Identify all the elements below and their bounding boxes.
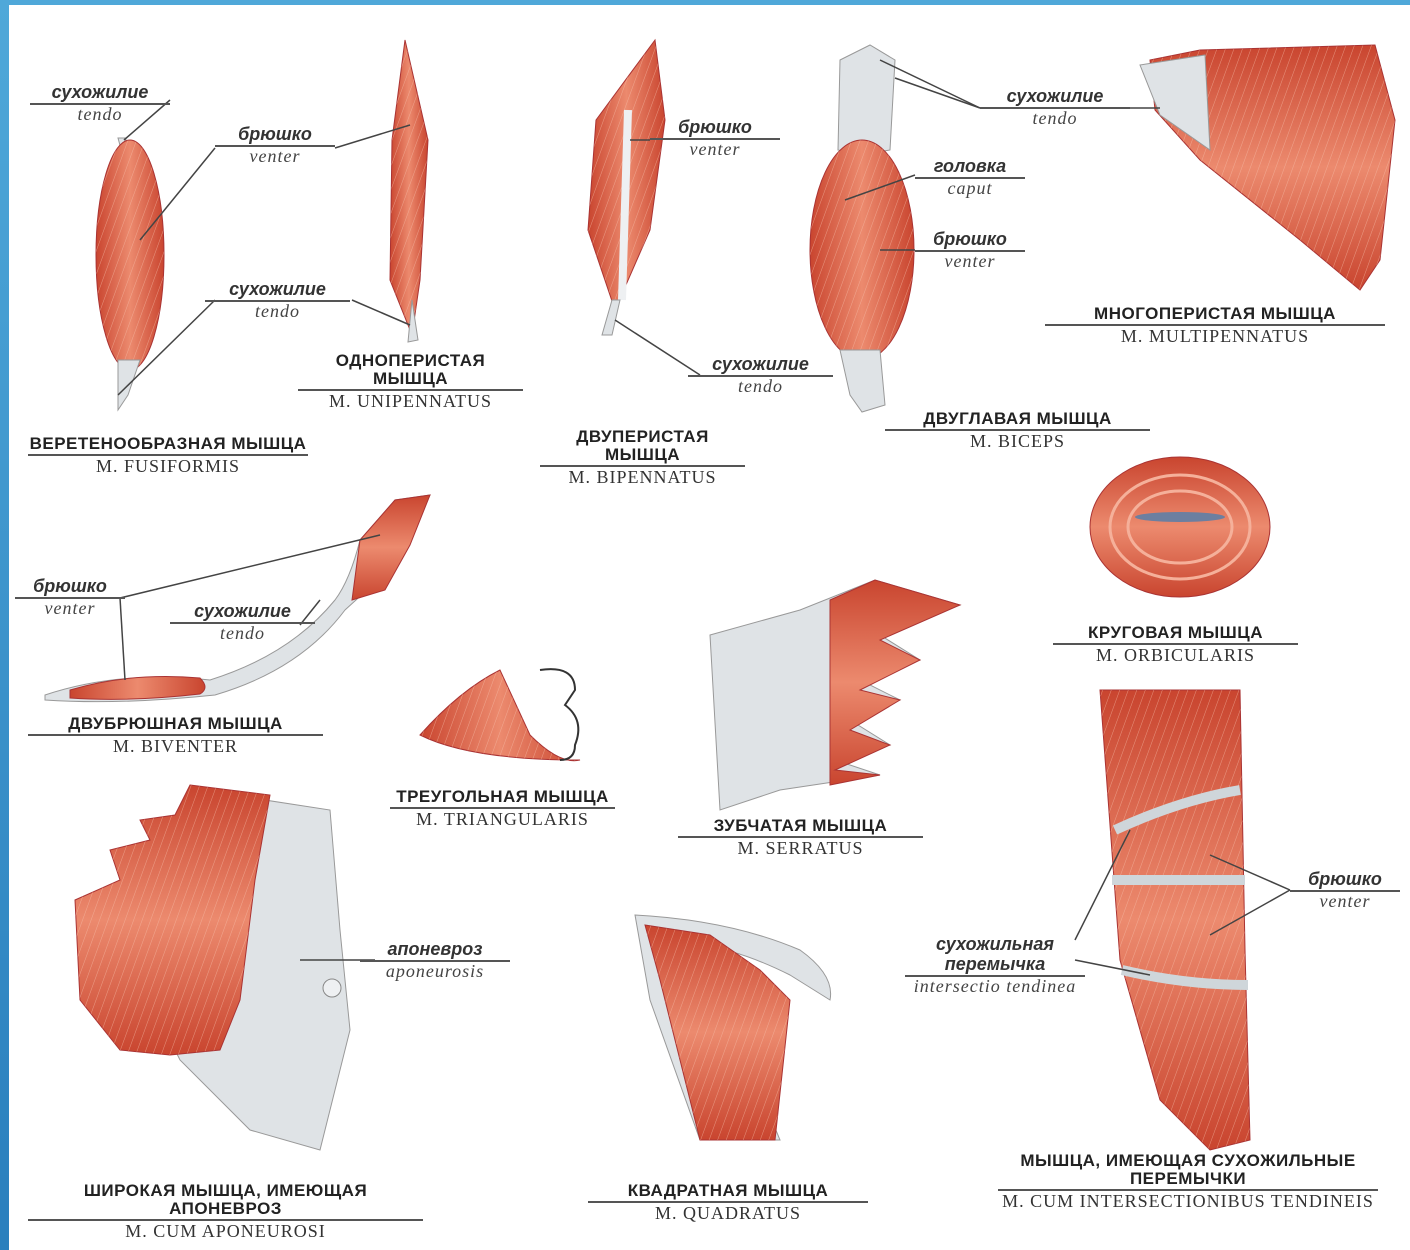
caption-ru: МНОГОПЕРИСТАЯ МЫШЦА [1045, 305, 1385, 323]
tag-ru: сухожилие [688, 355, 833, 377]
caption-ru: ДВУГЛАВАЯ МЫШЦА [885, 410, 1150, 428]
bipennate-muscle [588, 40, 665, 335]
caption-la: M. SERRATUS [678, 839, 923, 858]
tag-la: venter [1290, 892, 1400, 912]
intersection-muscle [1100, 690, 1250, 1150]
tag-la: venter [915, 252, 1025, 272]
caption-la: M. FUSIFORMIS [28, 457, 308, 476]
caption-bipennatus: ДВУПЕРИСТАЯ МЫШЦА M. BIPENNATUS [540, 428, 745, 487]
tag-intersection: сухожильная перемычка intersectio tendin… [905, 935, 1085, 996]
tag-la: intersectio tendinea [905, 977, 1085, 997]
caption-ru: КРУГОВАЯ МЫШЦА [1053, 624, 1298, 642]
triangular-muscle [420, 669, 580, 761]
caption-intersection: МЫШЦА, ИМЕЮЩАЯ СУХОЖИЛЬНЫЕ ПЕРЕМЫЧКИ M. … [998, 1152, 1378, 1211]
caption-la: M. CUM APONEUROSI [28, 1222, 423, 1241]
caption-la: M. TRIANGULARIS [390, 810, 615, 829]
serratus-muscle [710, 580, 960, 810]
caption-ru: ДВУБРЮШНАЯ МЫШЦА [28, 715, 323, 733]
tag-la: tendo [170, 624, 315, 644]
tag-belly-fusiform: брюшко venter [215, 125, 335, 167]
orbicular-muscle [1090, 457, 1270, 597]
quadrate-muscle [635, 915, 831, 1140]
tag-ru: сухожилие [205, 280, 350, 302]
caption-ru: ЗУБЧАТАЯ МЫШЦА [678, 817, 923, 835]
tag-la: tendo [30, 105, 170, 125]
caption-ru: МЫШЦА, ИМЕЮЩАЯ СУХОЖИЛЬНЫЕ ПЕРЕМЫЧКИ [998, 1152, 1378, 1188]
caption-ru: ВЕРЕТЕНООБРАЗНАЯ МЫШЦА [28, 435, 308, 453]
unipennate-muscle [390, 40, 428, 342]
caption-multipennatus: МНОГОПЕРИСТАЯ МЫШЦА M. MULTIPENNATUS [1045, 305, 1385, 346]
tag-la: tendo [688, 377, 833, 397]
tag-tendon-fusiform-top: сухожилие tendo [30, 83, 170, 125]
multipennate-muscle [1140, 45, 1395, 290]
caption-unipennatus: ОДНОПЕРИСТАЯ МЫШЦА M. UNIPENNATUS [298, 352, 523, 411]
aponeurosis-muscle [75, 785, 350, 1150]
caption-fusiformis: ВЕРЕТЕНООБРАЗНАЯ МЫШЦА M. FUSIFORMIS [28, 435, 308, 476]
tag-ru: брюшко [215, 125, 335, 147]
fusiform-muscle [96, 138, 164, 410]
tag-ru: сухожилие [170, 602, 315, 624]
tag-ru: апоневроз [360, 940, 510, 962]
tag-tendon-biceps: сухожилие tendo [980, 87, 1130, 129]
tag-la: aponeurosis [360, 962, 510, 982]
tag-ru: сухожилие [30, 83, 170, 105]
tag-aponeurosis: апоневроз aponeurosis [360, 940, 510, 982]
caption-ru: ТРЕУГОЛЬНАЯ МЫШЦА [390, 788, 615, 806]
caption-ru: КВАДРАТНАЯ МЫШЦА [588, 1182, 868, 1200]
caption-la: M. UNIPENNATUS [298, 392, 523, 411]
tag-belly-biventer: брюшко venter [15, 577, 125, 619]
tag-ru: брюшко [15, 577, 125, 599]
caption-la: M. ORBICULARIS [1053, 646, 1298, 665]
caption-quadratus: КВАДРАТНАЯ МЫШЦА M. QUADRATUS [588, 1182, 868, 1223]
tag-la: venter [15, 599, 125, 619]
caption-la: M. BIPENNATUS [540, 468, 745, 487]
caption-biceps: ДВУГЛАВАЯ МЫШЦА M. BICEPS [885, 410, 1150, 451]
tag-tendon-bipennate: сухожилие tendo [688, 355, 833, 397]
caption-la: M. QUADRATUS [588, 1204, 868, 1223]
tag-ru: головка [915, 157, 1025, 179]
tag-ru: сухожильная перемычка [905, 935, 1085, 977]
caption-aponeurosi: ШИРОКАЯ МЫШЦА, ИМЕЮЩАЯ АПОНЕВРОЗ M. CUM … [28, 1182, 423, 1241]
tag-la: venter [650, 140, 780, 160]
caption-la: M. BIVENTER [28, 737, 323, 756]
caption-ru: ОДНОПЕРИСТАЯ МЫШЦА [298, 352, 523, 388]
tag-belly-bipennate: брюшко venter [650, 118, 780, 160]
tag-ru: брюшко [1290, 870, 1400, 892]
caption-biventer: ДВУБРЮШНАЯ МЫШЦА M. BIVENTER [28, 715, 323, 756]
tag-belly-biceps: брюшко venter [915, 230, 1025, 272]
tag-la: tendo [205, 302, 350, 322]
tag-head-biceps: головка caput [915, 157, 1025, 199]
caption-la: M. MULTIPENNATUS [1045, 327, 1385, 346]
tag-ru: брюшко [915, 230, 1025, 252]
caption-ru: ДВУПЕРИСТАЯ МЫШЦА [540, 428, 745, 464]
tag-la: venter [215, 147, 335, 167]
tag-tendon-fusiform-bottom: сухожилие tendo [205, 280, 350, 322]
tag-tendon-biventer: сухожилие tendo [170, 602, 315, 644]
caption-triangularis: ТРЕУГОЛЬНАЯ МЫШЦА M. TRIANGULARIS [390, 788, 615, 829]
tag-ru: сухожилие [980, 87, 1130, 109]
caption-orbicularis: КРУГОВАЯ МЫШЦА M. ORBICULARIS [1053, 624, 1298, 665]
tag-belly-intersection: брюшко venter [1290, 870, 1400, 912]
caption-ru: ШИРОКАЯ МЫШЦА, ИМЕЮЩАЯ АПОНЕВРОЗ [28, 1182, 423, 1218]
caption-serratus: ЗУБЧАТАЯ МЫШЦА M. SERRATUS [678, 817, 923, 858]
tag-ru: брюшко [650, 118, 780, 140]
caption-la: M. BICEPS [885, 432, 1150, 451]
tag-la: tendo [980, 109, 1130, 129]
caption-la: M. CUM INTERSECTIONIBUS TENDINEIS [998, 1192, 1378, 1211]
tag-la: caput [915, 179, 1025, 199]
